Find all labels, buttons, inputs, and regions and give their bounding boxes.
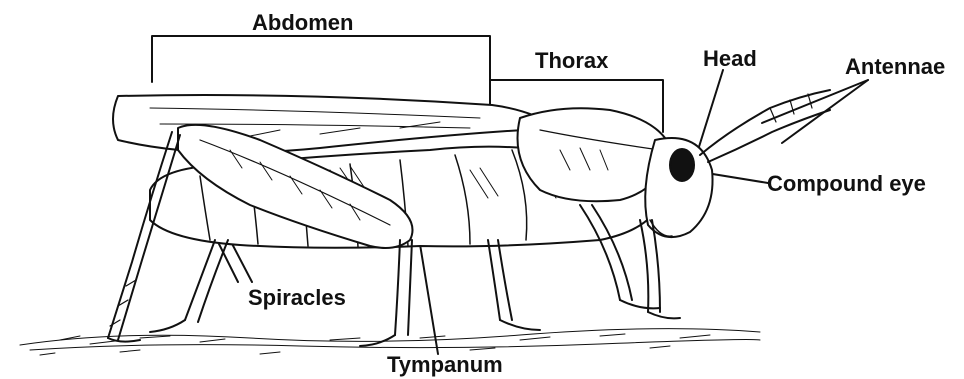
antennae-leader-1 [762, 80, 868, 123]
thorax-label: Thorax [535, 50, 608, 72]
antennae-shape [700, 90, 830, 162]
compound-eye-shape [670, 149, 694, 181]
abdomen-label: Abdomen [252, 12, 353, 34]
spiracles-label: Spiracles [248, 287, 346, 309]
antennae-label: Antennae [845, 56, 945, 78]
abdomen-bracket [152, 36, 490, 104]
compound-eye-label: Compound eye [767, 173, 926, 195]
tympanum-label: Tympanum [387, 354, 503, 376]
head-label: Head [703, 48, 757, 70]
